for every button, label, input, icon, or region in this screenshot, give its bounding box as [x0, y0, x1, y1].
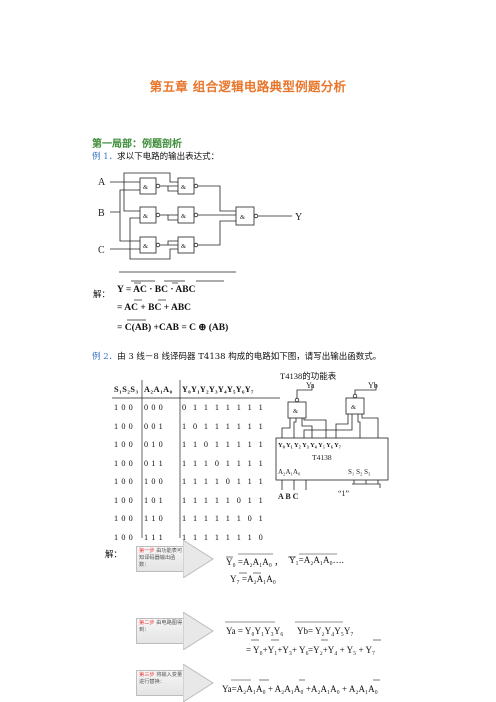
input-b-label: B — [98, 208, 105, 219]
example-2-text: 由 3 线－8 线译码器 T4138 构成的电路如下图，请写出输出函数式。 — [117, 352, 382, 362]
table-cell: 1 0 1 — [144, 495, 164, 505]
example-1-prefix: 例 1． — [92, 152, 118, 162]
enable-pins: S₁ S₂ S₃ — [348, 468, 371, 476]
example-2: 例 2．由 3 线－8 线译码器 T4138 构成的电路如下图，请写出输出函数式… — [92, 350, 381, 362]
table-header: S₁S₂S₃ — [114, 384, 139, 394]
example-1: 例 1．求以下电路的输出表达式： — [92, 150, 219, 162]
table-cell: 1 1 0 — [144, 514, 164, 524]
step-3-text: 第三步 将输入变量进行替换： — [139, 672, 183, 685]
logic-one-label: “1” — [338, 489, 350, 498]
chip-name: T4138 — [312, 453, 332, 462]
overbars-1 — [119, 271, 236, 321]
table-cell: 1 0 0 — [114, 440, 134, 450]
table-cell: 0 1 1 1 1 1 1 1 — [182, 403, 266, 413]
step-1-text: 第一步 由功能表可知译码器输出函数： — [139, 548, 183, 568]
section-heading: 第一局部：例题剖析 — [92, 139, 182, 150]
decoder-outputs: Y₀ Y₁ Y₂ Y₃ Y₄ Y₅ Y₆ Y₇ — [278, 442, 341, 449]
table-cell: 1 0 0 — [114, 514, 134, 524]
address-pins: A₂A₁A₀ — [278, 468, 301, 476]
table-row: 1 0 0 0 1 0 1 1 0 1 1 1 1 1 — [114, 436, 282, 455]
gate-ya-symbol: & — [293, 408, 298, 415]
table-row: 1 0 0 0 0 1 1 0 1 1 1 1 1 1 — [114, 417, 282, 436]
step-1-arrow: 第一步 由功能表可知译码器输出函数： — [136, 540, 216, 578]
gate-3-label: & — [143, 213, 148, 220]
eq-y1: Y₁=A₂A₁A₀…. — [289, 555, 344, 565]
table-header-row: S₁S₂S₃ A₂A₁A₀ Y₀Y₁Y₂Y₃Y₄Y₅Y₆Y₇ — [114, 380, 282, 399]
yb-label: Yb — [368, 381, 378, 390]
table-cell: 1 1 1 1 1 0 1 1 — [182, 495, 266, 505]
decoder-caption: T4138的功能表 — [280, 371, 337, 381]
ya-label: Ya — [306, 381, 315, 390]
gate-1-label: & — [143, 184, 148, 191]
truth-table: S₁S₂S₃ A₂A₁A₀ Y₀Y₁Y₂Y₃Y₄Y₅Y₆Y₇ 1 0 0 0 0 … — [114, 380, 282, 547]
gate-5-label: & — [143, 243, 148, 250]
input-a-label: A — [98, 177, 106, 188]
page-title: 第五章 组合逻辑电路典型例题分析 — [149, 79, 347, 94]
table-row: 1 0 0 1 0 0 1 1 1 1 0 1 1 1 — [114, 473, 282, 492]
eq-y0: Y₀ =A₂A₁A₀ ， — [226, 557, 284, 567]
table-cell: 1 0 0 — [114, 495, 134, 505]
gate-2-label: & — [181, 184, 186, 191]
table-cell: 1 0 0 — [114, 421, 134, 431]
input-labels: A B C — [278, 492, 299, 501]
output-y-label: Y — [295, 212, 302, 223]
gate-yb-symbol: & — [351, 404, 356, 411]
solution-1-line-1: Y = AC · BC · ABC — [117, 285, 196, 295]
table-cell: 1 1 1 1 1 1 1 0 — [182, 532, 266, 542]
table-cell: 1 1 1 0 1 1 1 1 — [182, 458, 266, 468]
table-row: 1 0 0 0 1 1 1 1 1 0 1 1 1 1 — [114, 454, 282, 473]
decoder-circuit: Ya Yb & & Y₀ Y₁ Y₂ Y₃ Y₄ Y₅ Y₆ Y₇ T4138 … — [275, 381, 389, 501]
table-row: 1 0 0 1 1 1 1 1 1 1 1 1 1 0 — [114, 528, 282, 547]
table-cell: 1 1 1 — [144, 532, 164, 542]
solution-1-line-3: = C(AB) +CAB = C ⊕ (AB) — [117, 323, 229, 333]
input-c-label: C — [98, 245, 105, 256]
solution-label-1: 解： — [93, 290, 111, 300]
table-header: A₂A₁A₀ — [144, 384, 173, 394]
step-2-text: 第二步 由电路图得到： — [139, 620, 183, 633]
table-cell: 1 1 0 1 1 1 1 1 — [182, 440, 266, 450]
table-cell: 0 0 1 — [144, 421, 164, 431]
example-2-prefix: 例 2． — [92, 352, 118, 362]
eq-yb-expanded: =Y₂+Y₄ + Y₅ + Y₇ — [308, 645, 376, 655]
table-row: 1 0 0 1 1 0 1 1 1 1 1 1 0 1 — [114, 510, 282, 529]
step-3-arrow: 第三步 将输入变量进行替换： — [136, 664, 216, 702]
table-row: 1 0 0 1 0 1 1 1 1 1 1 0 1 1 — [114, 491, 282, 510]
table-header: Y₀Y₁Y₂Y₃Y₄Y₅Y₆Y₇ — [182, 384, 254, 394]
gate-4-label: & — [181, 213, 186, 220]
table-cell: 0 0 0 — [144, 403, 164, 413]
table-lines — [112, 380, 280, 538]
gate-out-label: & — [240, 214, 245, 221]
table-cell: 0 1 1 — [144, 458, 164, 468]
table-cell: 1 0 0 — [114, 477, 134, 487]
table-cell: 1 0 1 1 1 1 1 1 — [182, 421, 266, 431]
solution-1-line-2: = AC + BC + ABC — [117, 303, 192, 313]
eq-yb: Yb= Y₂Y₄Y₅Y₇ — [297, 626, 354, 636]
example-1-text: 求以下电路的输出表达式： — [117, 152, 220, 162]
eq-y7: Y₇ =A₂A₁A₀ — [230, 574, 276, 584]
table-cell: 1 0 0 — [114, 532, 134, 542]
table-cell: 0 1 0 — [144, 440, 164, 450]
table-cell: 1 0 0 — [114, 403, 134, 413]
table-cell: 1 0 0 — [114, 458, 134, 468]
step-2-arrow: 第二步 由电路图得到： — [136, 612, 216, 650]
circuit-diagram-1: & & & & & & & A B C Y — [98, 172, 302, 260]
eq-ya-expanded: = Y₀+Y₁+Y₃+ Y₆ — [246, 645, 309, 655]
table-cell: 1 1 1 1 0 1 1 1 — [182, 477, 266, 487]
solution-label-2: 解： — [105, 550, 123, 560]
equation-overbars — [225, 553, 381, 681]
eq-ya-substituted: Ya=A₂A₁A₀ + A₂A₁A₀ +A₂A₁A₀ + A₂A₁A₀ — [222, 684, 378, 694]
gate-6-label: & — [181, 243, 186, 250]
t4138-chip — [275, 437, 389, 481]
eq-ya: Ya = Y₀Y₁Y₃Y₆ — [226, 626, 284, 636]
table-cell: 1 1 1 1 1 1 0 1 — [182, 514, 266, 524]
table-cell: 1 0 0 — [144, 477, 164, 487]
table-row: 1 0 0 0 0 0 0 1 1 1 1 1 1 1 — [114, 399, 282, 418]
